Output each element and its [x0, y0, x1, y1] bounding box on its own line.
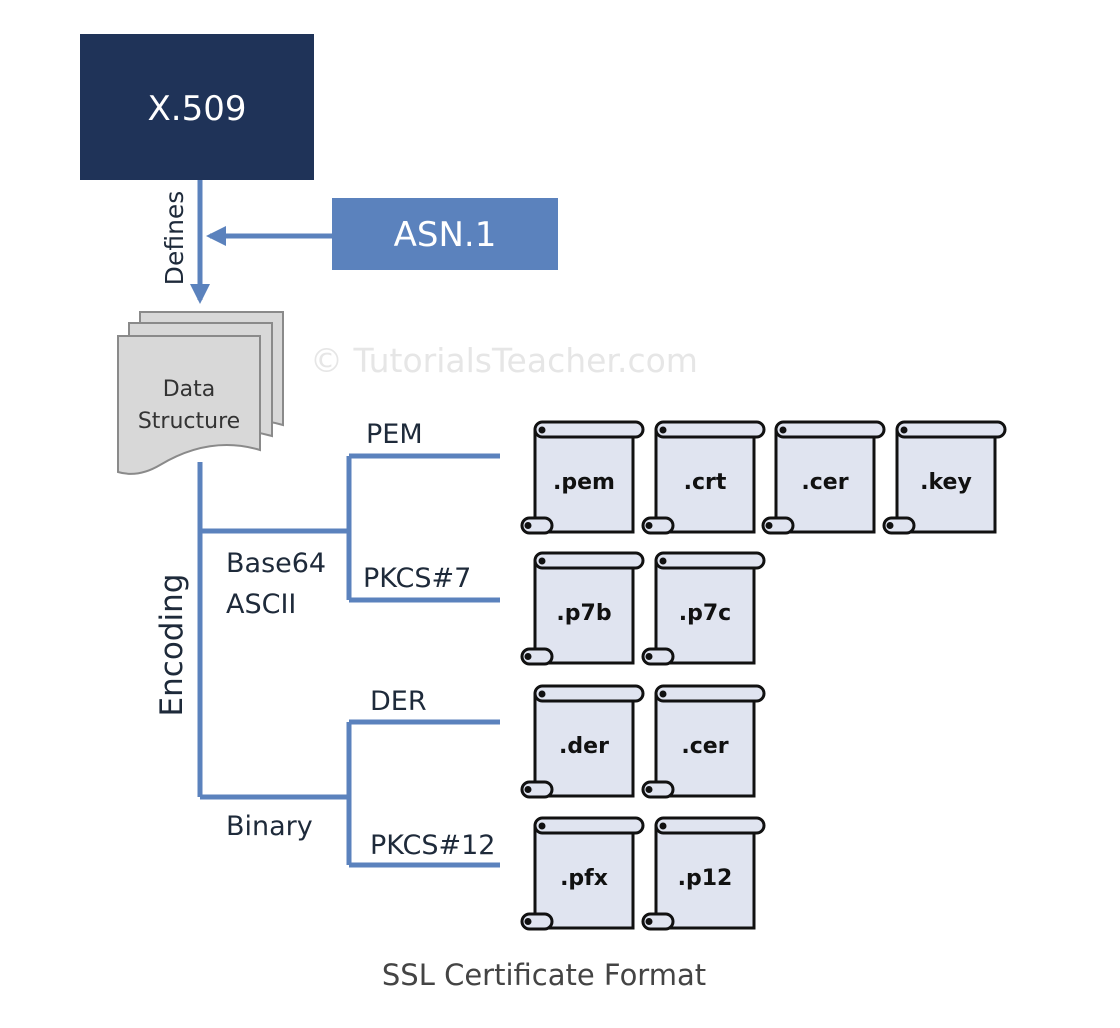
- scroll-icon-p12: .p12: [641, 816, 766, 931]
- x509-label: X.509: [148, 89, 247, 129]
- data-structure-line2: Structure: [138, 409, 240, 434]
- scroll-label-cer: .cer: [681, 734, 728, 759]
- scroll-label-pem: .pem: [553, 470, 615, 495]
- scroll-label-p7c: .p7c: [679, 601, 731, 626]
- scroll-label-crt: .crt: [684, 470, 727, 495]
- data-structure-icon: Data Structure: [117, 311, 284, 475]
- format-label-pem: PEM: [366, 419, 423, 450]
- encoding-branch-base64: Base64 ASCII PEM PKCS#7: [200, 419, 500, 620]
- asn1-label: ASN.1: [394, 215, 497, 255]
- watermark: © TutorialsTeacher.com: [310, 341, 698, 380]
- encoding-label-base64-line2: ASCII: [226, 589, 296, 620]
- encoding-label-base64-line1: Base64: [226, 548, 326, 579]
- scroll-icon-crt: .crt: [641, 420, 766, 535]
- scroll-icon-pfx: .pfx: [520, 816, 645, 931]
- x509-box: X.509: [80, 34, 314, 180]
- scroll-icon-cer: .cer: [761, 420, 886, 535]
- scroll-icon-der: .der: [520, 684, 645, 799]
- scroll-icon-key: .key: [882, 420, 1007, 535]
- scroll-icon-p7b: .p7b: [520, 551, 645, 666]
- scroll-label-cer: .cer: [801, 470, 848, 495]
- format-label-pkcs12: PKCS#12: [370, 830, 495, 861]
- scroll-label-p12: .p12: [678, 866, 733, 891]
- scroll-label-p7b: .p7b: [556, 601, 611, 626]
- encoding-label: Encoding: [154, 574, 190, 717]
- scroll-label-der: .der: [559, 734, 609, 759]
- asn1-box: ASN.1: [332, 198, 558, 270]
- scroll-label-pfx: .pfx: [560, 866, 608, 891]
- format-label-der: DER: [370, 686, 427, 717]
- figure-caption: SSL Certificate Format: [382, 958, 706, 992]
- extension-scrolls: .pem .crt .cer .key .p7b .p7c .der .cer .pfx .p12: [520, 420, 1007, 931]
- scroll-icon-cer: .cer: [641, 684, 766, 799]
- encoding-branch-binary: Binary DER PKCS#12: [200, 686, 500, 868]
- scroll-label-key: .key: [920, 470, 972, 495]
- scroll-icon-p7c: .p7c: [641, 551, 766, 666]
- format-label-pkcs7: PKCS#7: [363, 563, 471, 594]
- data-structure-line1: Data: [163, 377, 216, 402]
- defines-label: Defines: [160, 191, 189, 286]
- encoding-label-binary: Binary: [226, 811, 313, 842]
- scroll-icon-pem: .pem: [520, 420, 645, 535]
